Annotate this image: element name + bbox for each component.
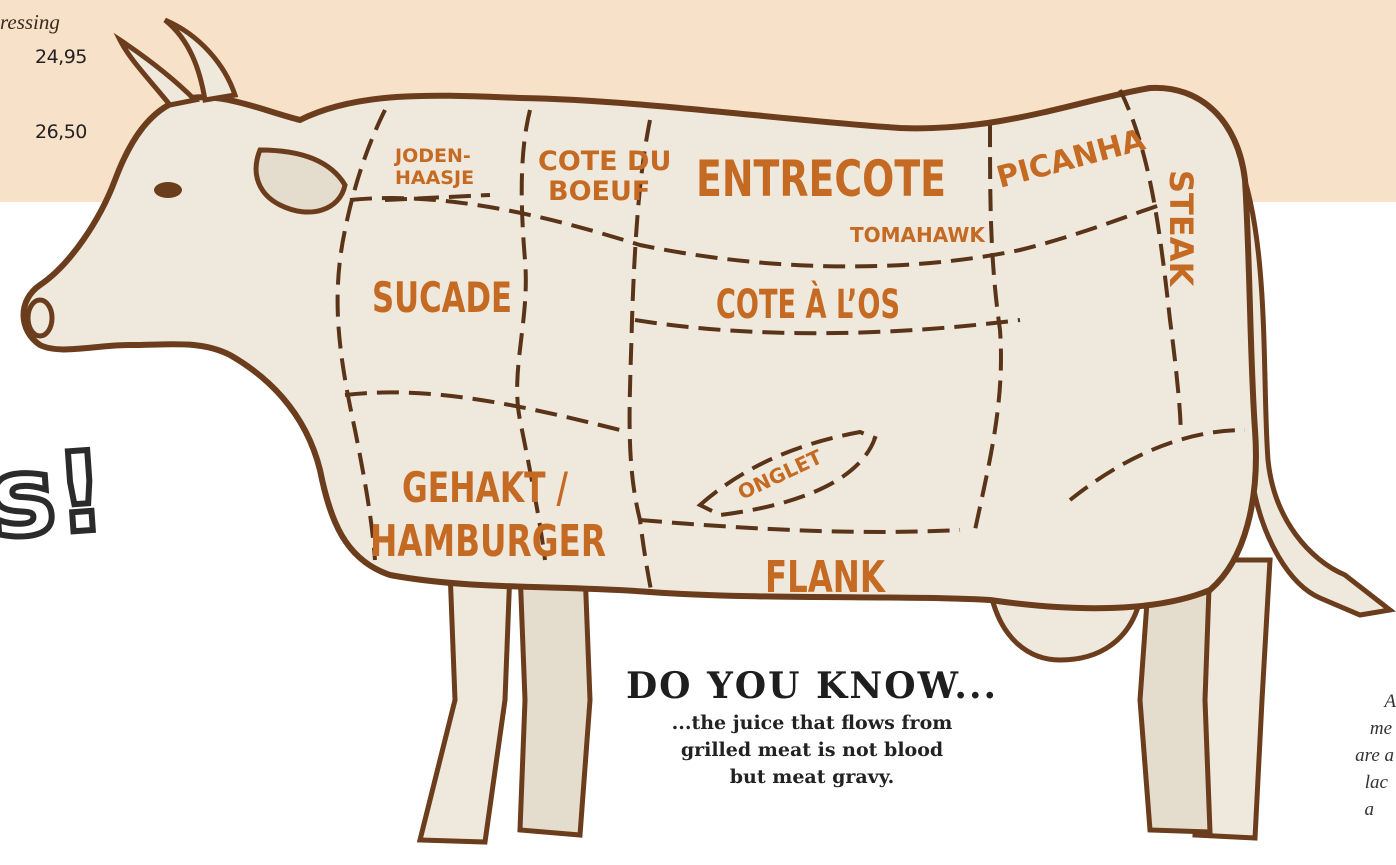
side-note-line: A <box>1355 688 1396 715</box>
cut-label-cote-du-boeuf-1: COTE DU <box>538 146 671 177</box>
cut-label-flank: FLANK <box>765 552 886 603</box>
side-note-fragment: A me are a lac a <box>1355 688 1396 823</box>
cow-front-leg-right <box>520 570 590 835</box>
cut-label-jodenhaasje-1: JODEN- <box>393 145 471 167</box>
did-you-know-body: ...the juice that flows from grilled mea… <box>602 710 1022 791</box>
side-note-line: a <box>1355 796 1396 823</box>
cut-label-entrecote: ENTRECOTE <box>696 150 946 208</box>
cut-label-tomahawk: TOMAHAWK <box>850 223 986 247</box>
side-note-line: are a <box>1355 742 1396 769</box>
did-you-know-line: grilled meat is not blood <box>602 737 1022 764</box>
cow-horn-front <box>120 40 195 105</box>
did-you-know-box: DO YOU KNOW... ...the juice that flows f… <box>602 668 1022 791</box>
cut-label-sucade: SUCADE <box>372 273 512 322</box>
cut-label-cote-du-boeuf-2: BOEUF <box>548 176 650 207</box>
did-you-know-title: DO YOU KNOW... <box>602 668 1022 704</box>
did-you-know-line: ...the juice that flows from <box>602 710 1022 737</box>
side-note-line: lac <box>1355 769 1396 796</box>
cut-label-steak: STEAK <box>1162 170 1200 288</box>
cut-label-hamburger: HAMBURGER <box>370 516 606 567</box>
cow-eye <box>154 182 182 198</box>
cut-label-jodenhaasje-2: HAASJE <box>395 167 474 189</box>
cut-label-gehakt: GEHAKT / <box>402 463 568 512</box>
side-note-line: me <box>1355 715 1396 742</box>
cow-front-leg-left <box>420 570 510 842</box>
cut-label-cote-a-los: COTE À L’OS <box>716 280 900 328</box>
did-you-know-line: but meat gravy. <box>602 764 1022 791</box>
